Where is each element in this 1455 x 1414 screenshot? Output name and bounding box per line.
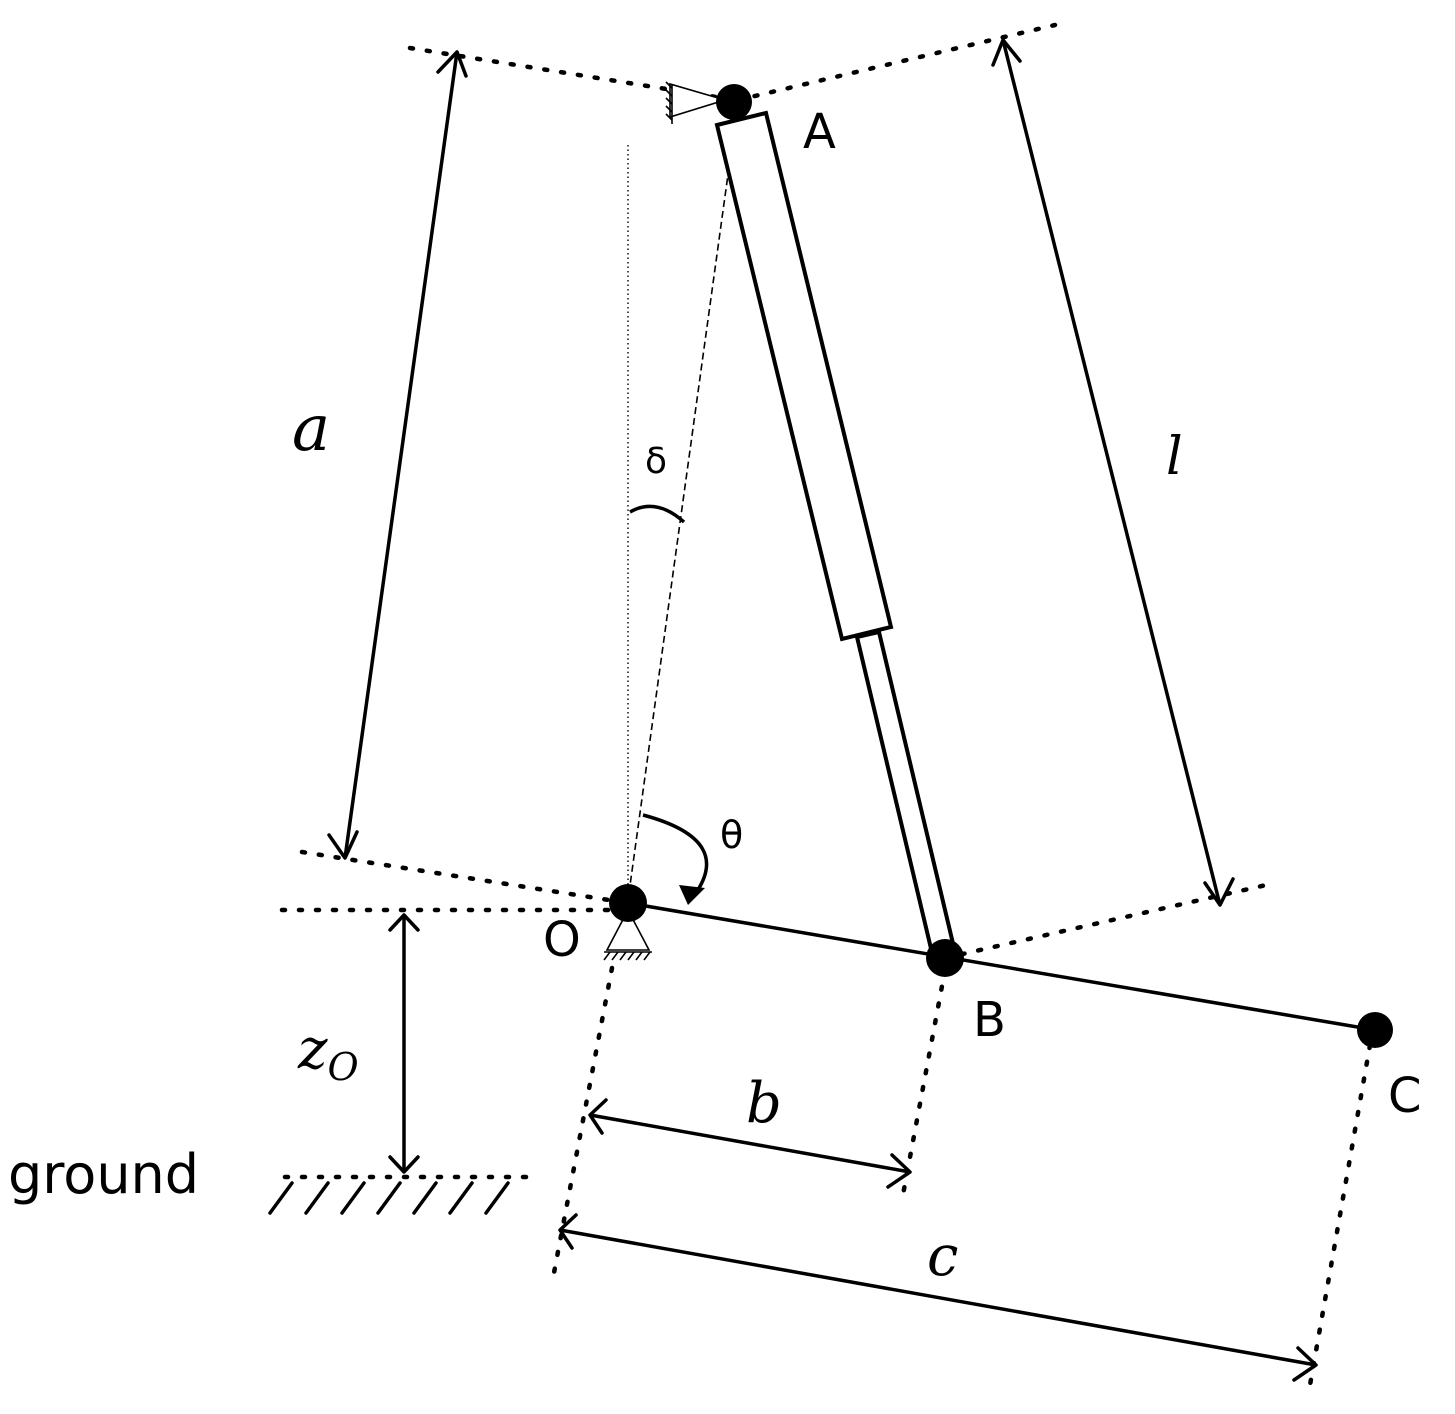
dimension-z0-arrow-top bbox=[388, 913, 420, 932]
dimension-c-arrow-right bbox=[1292, 1346, 1318, 1382]
extension-line-l-top bbox=[735, 22, 1058, 103]
dimension-l bbox=[991, 38, 1235, 907]
dimension-a-arrow-top bbox=[436, 50, 468, 78]
dimension-z0 bbox=[388, 913, 420, 1174]
dimension-z0-arrow-bottom bbox=[388, 1155, 420, 1174]
joint-o bbox=[609, 884, 647, 922]
angle-theta-arrowhead bbox=[679, 885, 705, 905]
label-ground: ground bbox=[8, 1143, 199, 1206]
label-angle-delta: δ bbox=[645, 441, 667, 482]
dimension-b-arrow-right bbox=[886, 1153, 912, 1189]
beam-o-c bbox=[627, 901, 1376, 1032]
dimension-a-line bbox=[343, 51, 459, 859]
dimension-a bbox=[327, 50, 468, 860]
label-length-l: l bbox=[1166, 427, 1183, 487]
piston-rod bbox=[854, 629, 958, 960]
hydraulic-cylinder bbox=[714, 110, 958, 960]
dimension-b bbox=[588, 1098, 912, 1189]
joint-c bbox=[1357, 1012, 1393, 1048]
label-length-c: c bbox=[927, 1224, 958, 1289]
extension-line-c-down bbox=[1307, 1042, 1373, 1388]
dimension-l-arrow-top bbox=[991, 38, 1022, 67]
label-height-z0-main: z bbox=[297, 1017, 328, 1082]
dimension-l-line bbox=[1001, 39, 1222, 906]
label-angle-theta: θ bbox=[720, 813, 743, 857]
extension-lines bbox=[279, 22, 1373, 1388]
cylinder-barrel bbox=[714, 110, 894, 642]
label-length-a: a bbox=[292, 392, 330, 466]
label-point-o: O bbox=[543, 912, 581, 968]
dimension-l-arrow-bottom bbox=[1203, 877, 1235, 907]
label-height-z0-subscript: O bbox=[328, 1045, 359, 1089]
dimension-c-line bbox=[559, 1228, 1317, 1367]
angle-theta-arc bbox=[642, 813, 709, 899]
pin-support-o bbox=[603, 908, 652, 961]
dimension-c bbox=[558, 1213, 1318, 1382]
angle-delta-arc bbox=[629, 504, 686, 524]
extension-line-l-bottom bbox=[942, 880, 1278, 961]
label-length-b: b bbox=[746, 1071, 782, 1136]
dimension-b-arrow-left bbox=[588, 1098, 608, 1135]
pin-support-a bbox=[665, 81, 728, 124]
joint-a bbox=[716, 84, 752, 120]
extension-line-a-bottom bbox=[299, 849, 631, 906]
ground-hatch bbox=[268, 1181, 510, 1215]
label-height-z0: zO bbox=[297, 1017, 359, 1089]
dimension-c-arrow-left bbox=[558, 1213, 578, 1250]
joint-b bbox=[926, 939, 964, 977]
line-o-a bbox=[627, 101, 739, 901]
extension-line-o-down bbox=[550, 965, 615, 1281]
label-point-c: C bbox=[1388, 1068, 1422, 1124]
label-point-b: B bbox=[973, 992, 1006, 1048]
dimension-b-line bbox=[589, 1113, 911, 1174]
extension-line-b-down bbox=[899, 967, 948, 1203]
dimension-a-arrow-bottom bbox=[327, 830, 359, 860]
label-point-a: A bbox=[803, 104, 836, 160]
